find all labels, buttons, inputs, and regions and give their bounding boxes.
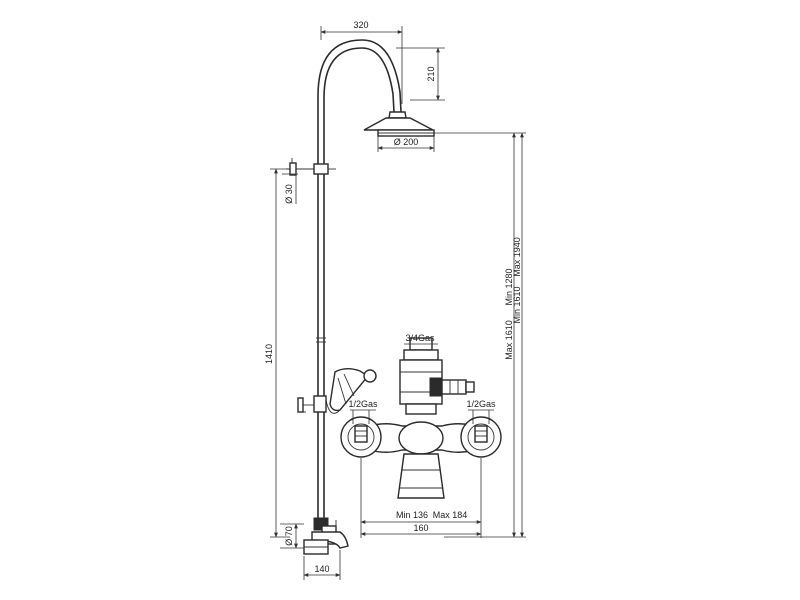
handle-left: [340, 416, 382, 458]
handle-right: [460, 416, 502, 458]
hand-shower: [325, 368, 377, 414]
shower-head: [363, 111, 435, 137]
gooseneck-arm: [317, 39, 402, 172]
dim-head-width-label: 320: [353, 20, 368, 30]
dim-rail-height-label: 1410: [264, 344, 274, 364]
dim-rail-height: [270, 168, 290, 538]
dim-head-diameter-label: Ø 200: [394, 137, 419, 147]
inlet-top-label: 3/4Gas: [405, 333, 435, 343]
dim-centres-min-label: Min 136: [396, 510, 428, 520]
dim-spout-projection-label: 140: [314, 564, 329, 574]
outlet-connector: [429, 377, 475, 397]
dim-head-width: [320, 26, 403, 104]
dim-head-diameter: [377, 136, 435, 152]
dim-spout-diameter-label: Ø 70: [284, 526, 294, 546]
rail-joint: [313, 163, 336, 175]
dim-pipe-diameter-label: Ø 30: [284, 184, 294, 204]
dim-range-min-1610-label: Min 1610: [512, 286, 522, 323]
slide-holder: [297, 395, 327, 413]
spout-mixer: [303, 517, 349, 555]
dim-range-min-1280-label: Min 1280: [504, 268, 514, 305]
dim-centres: [360, 458, 482, 538]
diverter-column: [399, 337, 443, 415]
dim-centres-max-label: Max 184: [433, 510, 468, 520]
dim-pipe-diameter: [282, 173, 298, 204]
dim-spout-diameter: [280, 523, 304, 549]
inlet-right-label: 1/2Gas: [466, 399, 496, 409]
shower-rail: [316, 172, 326, 520]
mixer-body: [359, 421, 487, 499]
dim-overall-height: [434, 132, 526, 538]
dim-range-max-1940-label: Max 1940: [512, 237, 522, 277]
dim-spout-projection: [303, 550, 341, 580]
dim-centres-total-label: 160: [413, 523, 428, 533]
inlet-left-leader: [350, 409, 376, 424]
wall-bracket-top: [286, 158, 314, 176]
inlet-right-leader: [468, 409, 494, 424]
inlet-left-label: 1/2Gas: [348, 399, 378, 409]
dim-range-max-1610-label: Max 1610: [504, 320, 514, 360]
dim-head-drop-label: 210: [426, 66, 436, 81]
dim-head-drop: [396, 47, 445, 101]
